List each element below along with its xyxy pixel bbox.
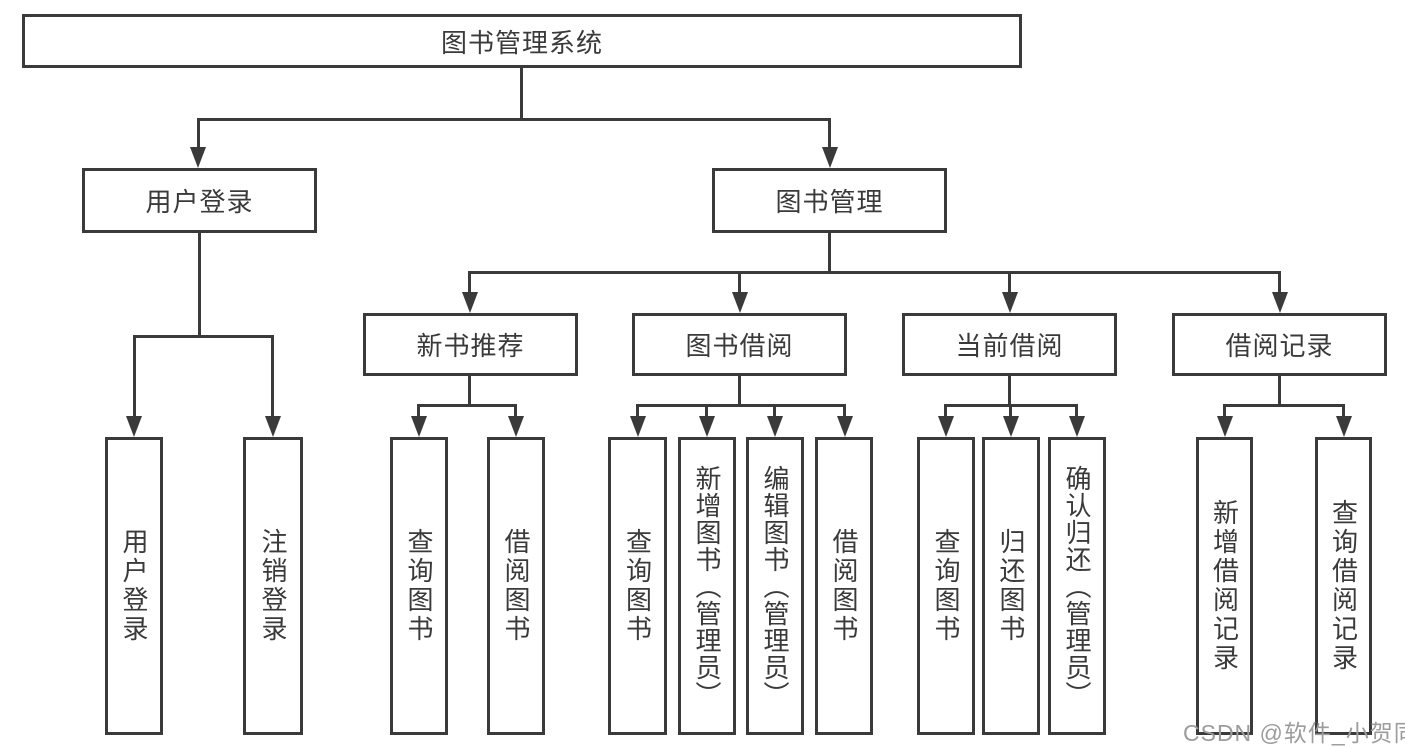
csdn-watermark: CSDN @软件_小贺同学 xyxy=(1183,720,1405,746)
connector-line xyxy=(197,118,831,121)
connector-line xyxy=(705,404,708,418)
arrow-down-icon xyxy=(767,416,783,437)
connector-line xyxy=(271,335,274,418)
arrow-down-icon xyxy=(1069,416,1085,437)
arrow-down-icon xyxy=(1217,416,1233,437)
connector-line xyxy=(1278,376,1281,407)
node-new-book-recommendation: 新书推荐 xyxy=(363,313,578,376)
arrow-down-icon xyxy=(822,147,838,168)
arrow-down-icon xyxy=(1002,292,1018,313)
connector-line xyxy=(468,376,471,407)
connector-line xyxy=(1223,404,1226,418)
connector-line xyxy=(1008,376,1011,407)
leaf-add-borrow-record: 新增借阅记录 xyxy=(1196,437,1253,735)
connector-line xyxy=(468,271,1281,274)
connector-line xyxy=(1008,271,1011,295)
connector-line xyxy=(828,233,831,271)
connector-line xyxy=(133,335,274,338)
leaf-add-books-admin: 新增图书（管理员） xyxy=(678,437,736,735)
connector-line xyxy=(636,404,639,418)
connector-line xyxy=(514,404,517,418)
arrow-down-icon xyxy=(411,416,427,437)
arrow-down-icon xyxy=(630,416,646,437)
leaf-edit-books-admin: 编辑图书（管理员） xyxy=(746,437,804,735)
connector-line xyxy=(1342,404,1345,418)
connector-line xyxy=(198,233,201,335)
connector-line xyxy=(843,404,846,418)
arrow-down-icon xyxy=(1272,292,1288,313)
arrow-down-icon xyxy=(732,292,748,313)
arrow-down-icon xyxy=(699,416,715,437)
arrow-down-icon xyxy=(190,147,206,168)
leaf-query-books-recommendation: 查询图书 xyxy=(390,437,448,735)
leaf-logout: 注销登录 xyxy=(243,437,303,735)
node-book-management: 图书管理 xyxy=(712,168,947,233)
connector-line xyxy=(636,404,846,407)
leaf-query-books-borrowing: 查询图书 xyxy=(608,437,667,735)
node-current-borrowing: 当前借阅 xyxy=(902,313,1117,376)
leaf-return-books: 归还图书 xyxy=(982,437,1040,735)
connector-line xyxy=(133,335,136,418)
arrow-down-icon xyxy=(938,416,954,437)
connector-line xyxy=(468,271,471,295)
arrow-down-icon xyxy=(1003,416,1019,437)
leaf-confirm-return-admin: 确认归还（管理员） xyxy=(1048,437,1106,735)
leaf-user-login: 用户登录 xyxy=(105,437,163,735)
connector-line xyxy=(773,404,776,418)
connector-line xyxy=(197,118,200,150)
connector-line xyxy=(1278,271,1281,295)
connector-line xyxy=(417,404,517,407)
arrow-down-icon xyxy=(508,416,524,437)
node-user-login: 用户登录 xyxy=(82,168,317,233)
arrow-down-icon xyxy=(265,416,281,437)
connector-line xyxy=(828,118,831,150)
connector-line xyxy=(417,404,420,418)
node-borrowing-records: 借阅记录 xyxy=(1172,313,1387,376)
connector-line xyxy=(1223,404,1345,407)
leaf-borrow-books-borrowing: 借阅图书 xyxy=(815,437,873,735)
connector-line xyxy=(944,404,947,418)
connector-line xyxy=(738,271,741,295)
leaf-query-borrow-record: 查询借阅记录 xyxy=(1315,437,1372,735)
connector-line xyxy=(738,376,741,407)
arrow-down-icon xyxy=(126,416,142,437)
node-book-borrowing: 图书借阅 xyxy=(632,313,847,376)
arrow-down-icon xyxy=(837,416,853,437)
leaf-query-books-current: 查询图书 xyxy=(917,437,975,735)
leaf-borrow-books-recommendation: 借阅图书 xyxy=(487,437,545,735)
node-library-management-system: 图书管理系统 xyxy=(22,14,1022,68)
connector-line xyxy=(520,68,523,118)
connector-line xyxy=(1075,404,1078,418)
arrow-down-icon xyxy=(1336,416,1352,437)
connector-line xyxy=(1009,404,1012,418)
arrow-down-icon xyxy=(462,292,478,313)
